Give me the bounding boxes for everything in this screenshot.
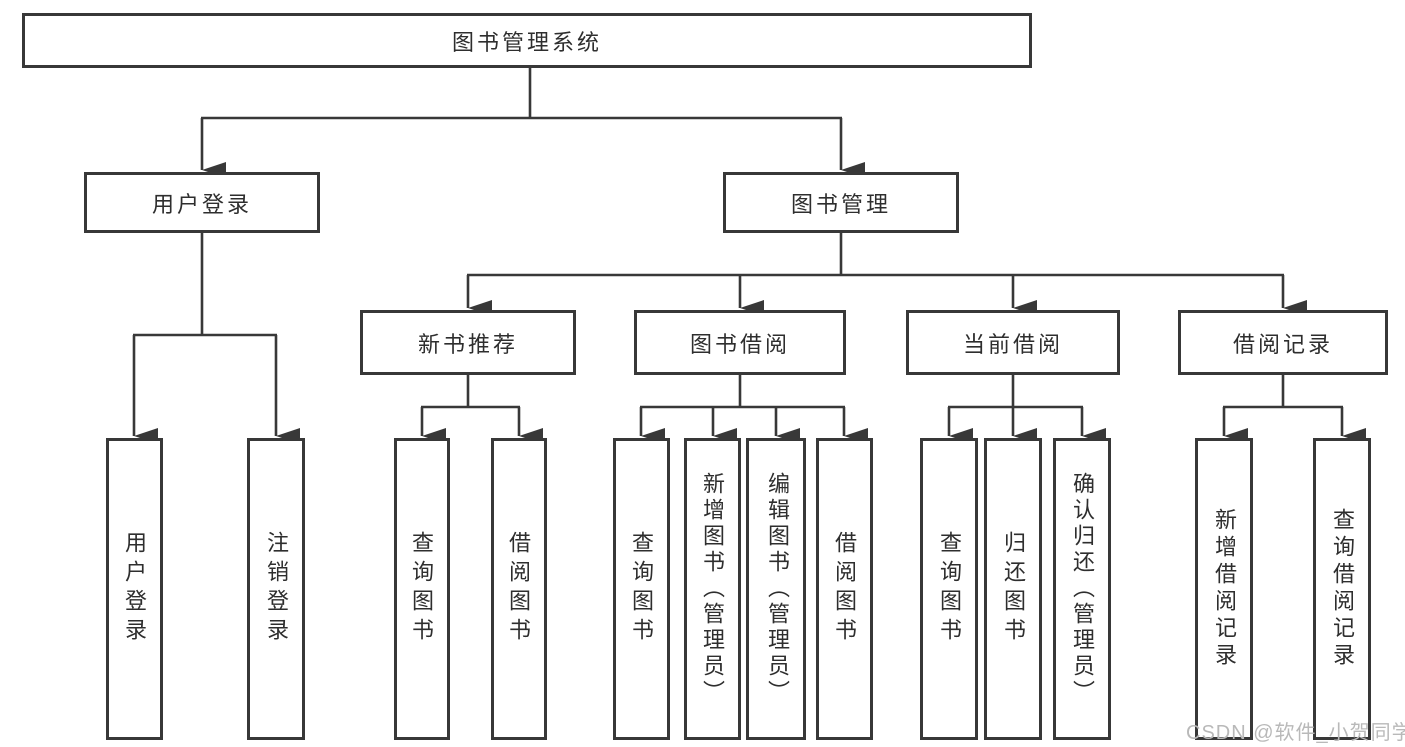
node-bb-edit-books-admin: 编辑图书（管理员） [746, 438, 806, 740]
node-nb-borrow-books: 借阅图书 [491, 438, 547, 740]
node-br-add-record: 新增借阅记录 [1195, 438, 1253, 740]
node-book-management: 图书管理 [723, 172, 959, 233]
node-bb-borrow-books: 借阅图书 [816, 438, 873, 740]
node-user-login-branch: 用户登录 [84, 172, 320, 233]
node-book-borrow: 图书借阅 [634, 310, 846, 375]
node-borrow-records: 借阅记录 [1178, 310, 1388, 375]
node-current-borrow: 当前借阅 [906, 310, 1120, 375]
csdn-watermark: CSDN @软件_小贺同学 [1186, 722, 1405, 744]
node-cb-confirm-return-admin: 确认归还（管理员） [1053, 438, 1111, 740]
node-br-query-record: 查询借阅记录 [1313, 438, 1371, 740]
node-logout: 注销登录 [247, 438, 305, 740]
node-user-login: 用户登录 [106, 438, 163, 740]
node-library-system: 图书管理系统 [22, 13, 1032, 68]
node-bb-query-books: 查询图书 [613, 438, 670, 740]
node-cb-query-books: 查询图书 [920, 438, 978, 740]
node-bb-add-books-admin: 新增图书（管理员） [684, 438, 741, 740]
node-cb-return-books: 归还图书 [984, 438, 1042, 740]
node-nb-query-books: 查询图书 [394, 438, 450, 740]
node-new-book-recommend: 新书推荐 [360, 310, 576, 375]
